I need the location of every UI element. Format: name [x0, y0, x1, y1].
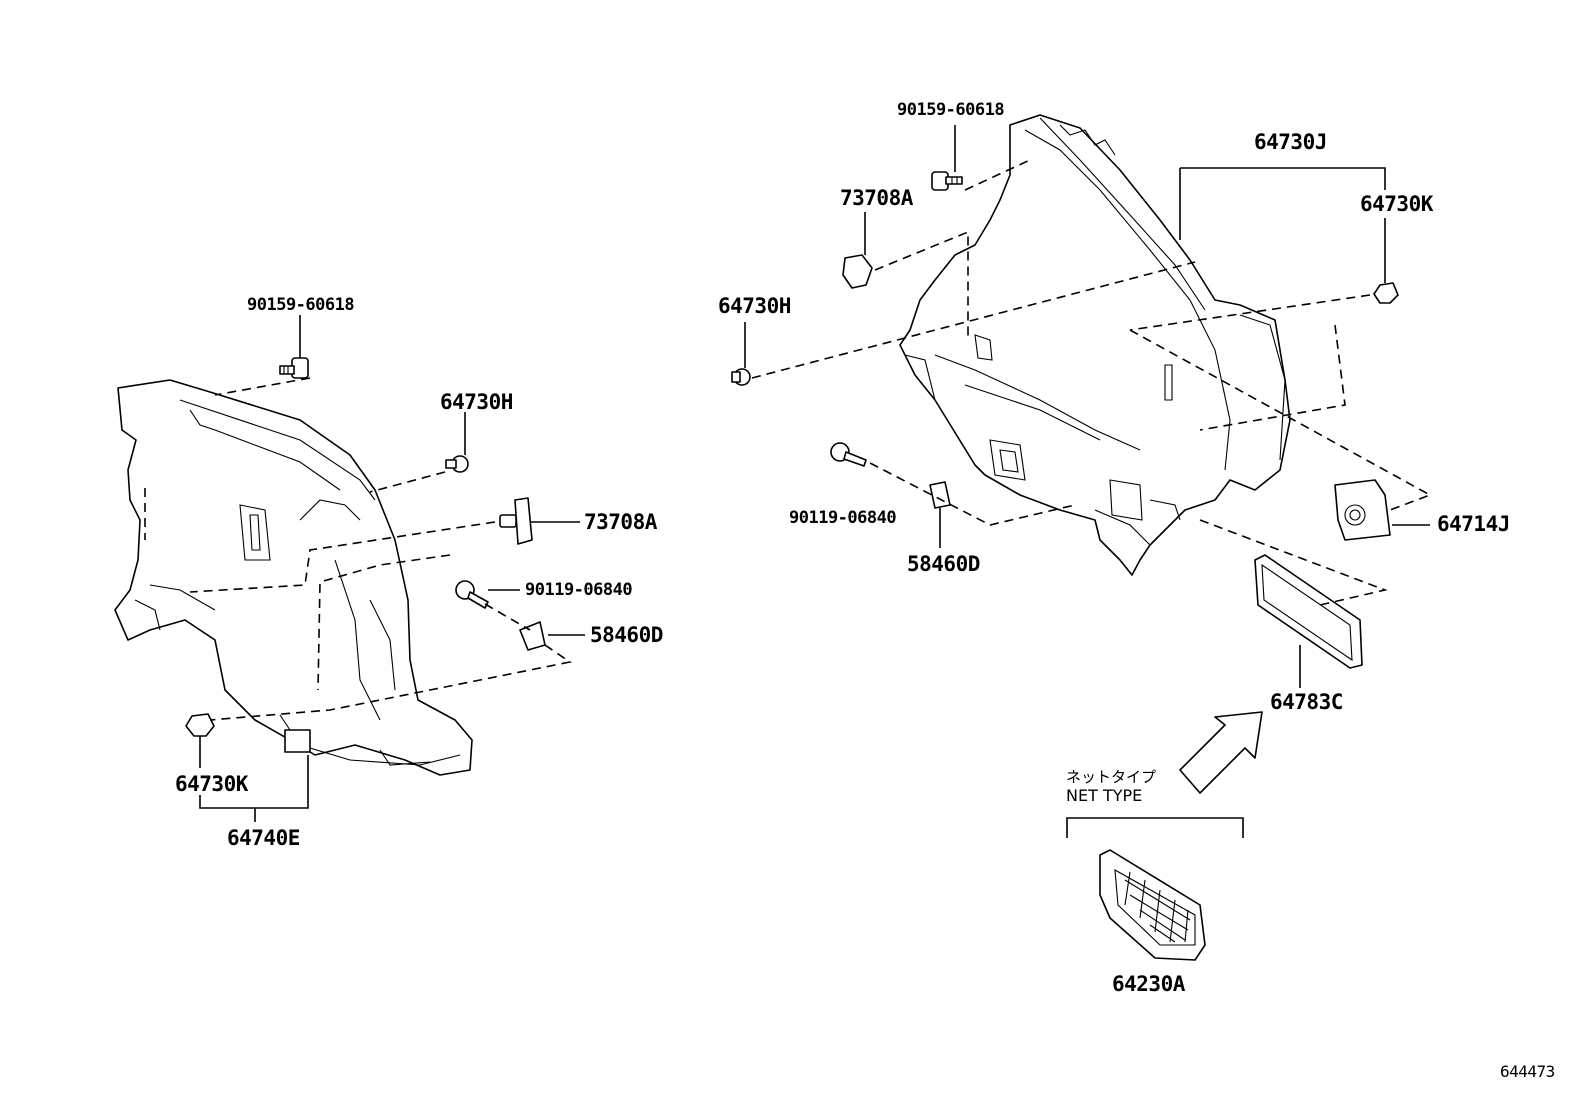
figure-code: 644473 — [1500, 1062, 1555, 1081]
left-bolt-90159-icon — [279, 357, 309, 379]
left-install-lines — [144, 377, 573, 721]
label-left-64730k: 64730K — [175, 772, 248, 796]
left-leader-lines — [199, 315, 585, 822]
direction-arrow-icon — [1179, 711, 1263, 794]
label-left-90119-06840: 90119-06840 — [525, 580, 633, 600]
frame-64783c-icon — [1254, 554, 1363, 669]
right-install-lines — [751, 159, 1432, 606]
label-left-64740e: 64740E — [227, 826, 300, 850]
left-clip-64730k-icon — [185, 713, 215, 737]
right-clip-64730k-icon — [1373, 282, 1399, 304]
left-screw-90119-icon — [455, 580, 489, 609]
right-screw-90119-icon — [830, 442, 867, 467]
right-bolt-90159-icon — [931, 171, 963, 191]
label-right-58460d: 58460D — [907, 552, 980, 576]
right-clip-58460d-icon — [929, 481, 951, 509]
label-right-64730k: 64730K — [1360, 192, 1433, 216]
cover-64714j-icon — [1334, 479, 1391, 541]
right-clip-73708a-icon — [842, 254, 873, 289]
label-left-90159-60618: 90159-60618 — [247, 295, 355, 315]
right-clip-64730h-icon — [731, 368, 751, 386]
label-right-90159-60618: 90159-60618 — [897, 100, 1005, 120]
left-clip-58460d-icon — [519, 621, 546, 651]
label-net-64230a: 64230A — [1112, 972, 1185, 996]
label-right-64714j: 64714J — [1437, 512, 1510, 536]
label-right-90119-06840: 90119-06840 — [789, 508, 897, 528]
label-net-type-jp: ネットタイプ — [1066, 768, 1157, 786]
left-clip-64730h-icon — [445, 455, 469, 473]
left-clip-73708a-icon — [499, 497, 533, 545]
left-quarter-panel — [114, 379, 473, 776]
label-left-73708a: 73708A — [584, 510, 657, 534]
net-type-bracket — [1066, 817, 1244, 838]
label-right-73708a: 73708A — [840, 186, 913, 210]
label-left-64730h: 64730H — [440, 390, 513, 414]
label-right-64730j: 64730J — [1254, 130, 1327, 154]
right-side-panel — [899, 114, 1291, 576]
label-right-64783c: 64783C — [1270, 690, 1343, 714]
label-left-58460d: 58460D — [590, 623, 663, 647]
net-64230a-icon — [1099, 849, 1206, 961]
label-right-64730h: 64730H — [718, 294, 791, 318]
label-net-type-en: NET TYPE — [1066, 786, 1143, 805]
right-leader-lines — [744, 125, 1430, 688]
